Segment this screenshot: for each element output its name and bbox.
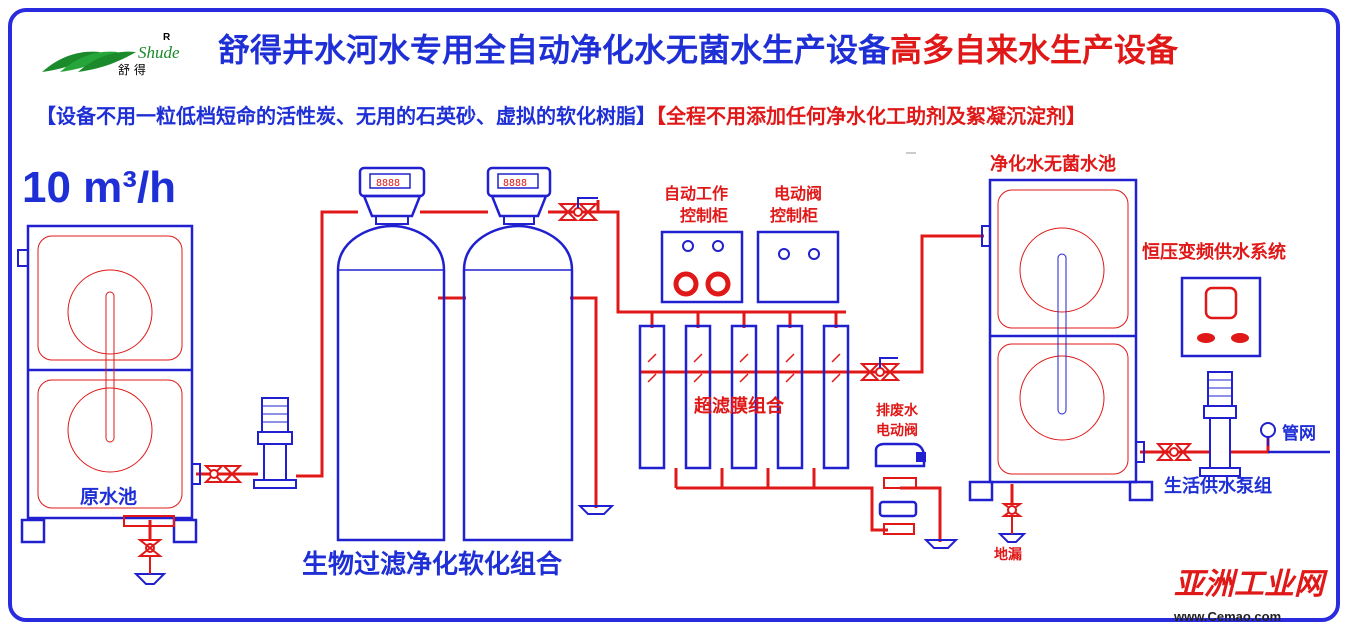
filter-drain-funnel	[577, 505, 615, 515]
auto-cabinet-label-1: 自动工作	[664, 184, 729, 203]
raw-water-tank	[17, 224, 201, 544]
filter-left-display: 8888	[376, 178, 400, 189]
pipe-to-uf-header	[598, 210, 846, 314]
logo: Shude R 舒 得	[42, 32, 180, 77]
logo-cn: 舒 得	[118, 62, 146, 77]
watermark-cn: 亚洲工业网	[1174, 567, 1324, 602]
auto-control-cabinet	[660, 230, 744, 304]
pipe-pump-to-filter	[296, 210, 358, 478]
uf-tube	[684, 324, 712, 470]
raw-tank-label: 原水池	[80, 486, 138, 508]
watermark-url: www.Cemao.com	[1174, 609, 1282, 624]
raw-outlet-valve	[203, 465, 243, 483]
outer-frame	[8, 8, 1340, 622]
filter-tank-left	[336, 166, 446, 542]
logo-leaf-icon	[78, 51, 136, 72]
pipe-filter-drain	[570, 296, 598, 508]
uf-tube	[730, 324, 758, 470]
uf-tube	[638, 324, 666, 470]
valve-cabinet-label-1: 电动阀	[774, 184, 823, 203]
pump-group-label: 生活供水泵组	[1164, 476, 1272, 497]
uf-markers	[647, 353, 841, 383]
filter-right-display: 8888	[503, 178, 527, 189]
subtitle-red: 【全程不用添加任何净水化工助剂及絮凝沉淀剂】	[656, 104, 1086, 128]
floor-drain-label: 地漏	[994, 547, 1022, 563]
logo-brand: Shude	[138, 43, 180, 62]
drain-valve-label-1: 排废水	[876, 403, 918, 419]
raw-drain-valve	[133, 539, 167, 585]
supply-pump	[1199, 371, 1241, 477]
pipe-to-clean-tank	[862, 234, 984, 374]
constant-pressure-controller	[1180, 276, 1262, 358]
pipe-uf-tops	[650, 312, 838, 328]
supply-valve	[1155, 443, 1193, 461]
pipe-uf-bottoms	[674, 468, 816, 488]
uf-group-label: 超滤膜组合	[694, 396, 784, 417]
filter-outlet-valve	[557, 197, 599, 221]
pipe-drain-branch	[862, 486, 888, 532]
clean-tank-label: 净化水无菌水池	[990, 154, 1116, 175]
title-blue: 舒得井水河水专用全自动净化水无菌水生产设备	[218, 31, 891, 69]
uf-tube	[776, 324, 804, 470]
filter-tank-right	[462, 166, 574, 542]
valve-cabinet-label-2: 控制柜	[770, 206, 819, 225]
pipe-network-label: 管网	[1282, 424, 1316, 444]
raw-water-pump	[253, 397, 297, 489]
uf-tube	[822, 324, 850, 470]
page-title: 舒得井水河水专用全自动净化水无菌水生产设备高多自来水生产设备	[218, 34, 1178, 66]
pipe-to-network	[1230, 436, 1270, 454]
drain-valve-label-2: 电动阀	[876, 423, 918, 439]
uf-outlet-valve	[859, 357, 901, 381]
capacity-label: 10 m³/h	[22, 163, 177, 212]
floor-drain-valve	[997, 503, 1027, 543]
constant-pressure-label: 恒压变频供水系统	[1142, 242, 1286, 263]
subtitle-blue: 【设备不用一粒低档短命的活性炭、无用的石英砂、虚拟的软化树脂】	[36, 104, 656, 128]
logo-registered-mark: R	[163, 32, 171, 43]
pressure-gauge	[1260, 422, 1276, 446]
auto-cabinet-label-2: 控制柜	[680, 206, 729, 225]
title-red: 高多自来水生产设备	[890, 31, 1179, 69]
filter-group-label: 生物过滤净化软化组合	[302, 550, 563, 580]
subtitle: 【设备不用一粒低档短命的活性炭、无用的石英砂、虚拟的软化树脂】【全程不用添加任何…	[36, 106, 1086, 126]
drain-electric-valve	[874, 442, 959, 549]
uf-membrane-group	[638, 324, 850, 470]
valve-control-cabinet	[756, 230, 840, 304]
clean-water-tank	[968, 178, 1154, 502]
